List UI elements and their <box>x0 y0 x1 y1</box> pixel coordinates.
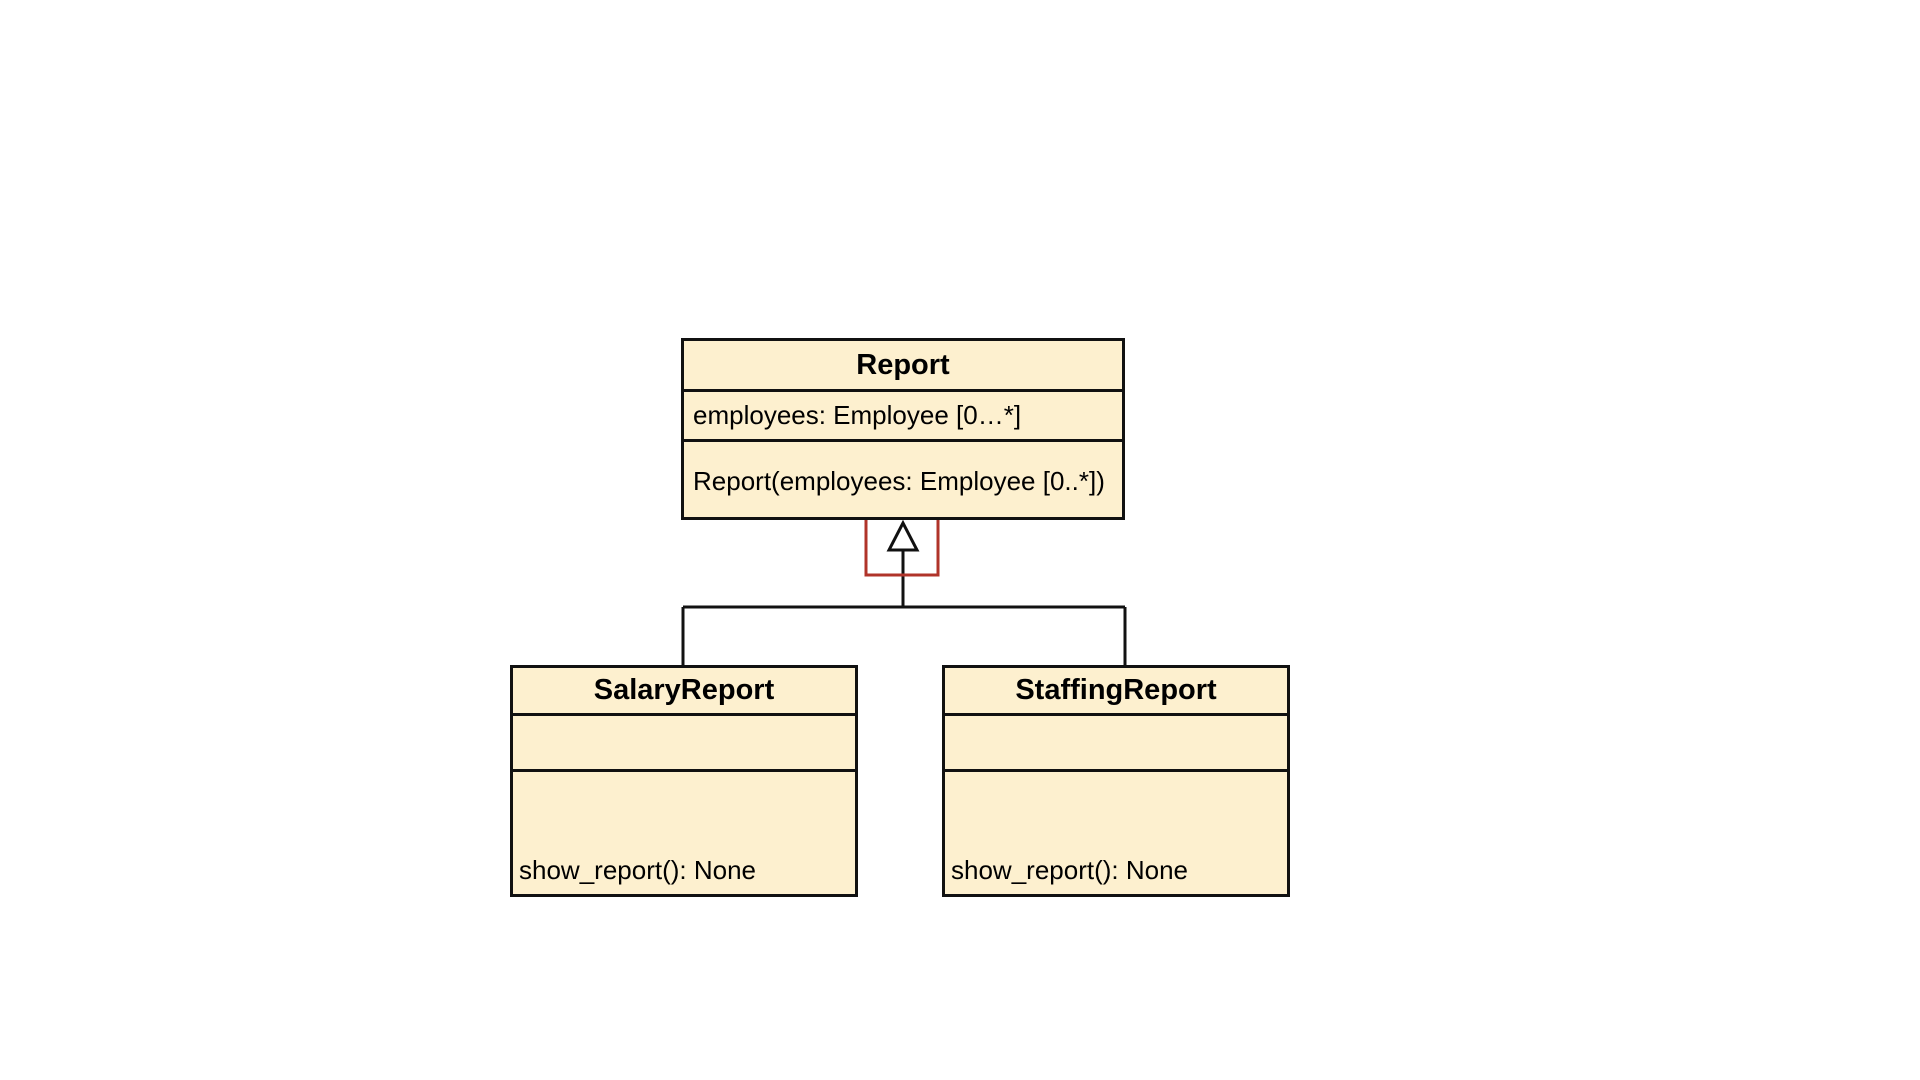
class-salary-report[interactable]: SalaryReport show_report(): None <box>510 665 858 897</box>
class-report[interactable]: Report employees: Employee [0…*] Report(… <box>681 338 1125 520</box>
generalization-arrowhead <box>886 519 920 552</box>
operation-show-report: show_report(): None <box>519 855 756 885</box>
operation-constructor: Report(employees: Employee [0..*]) <box>693 466 1105 496</box>
class-operations: show_report(): None <box>945 772 1287 894</box>
class-operations: show_report(): None <box>513 772 855 894</box>
class-attributes: employees: Employee [0…*] <box>684 392 1122 442</box>
class-name: StaffingReport <box>945 668 1287 716</box>
operation-show-report: show_report(): None <box>951 855 1188 885</box>
class-name: SalaryReport <box>513 668 855 716</box>
class-staffing-report[interactable]: StaffingReport show_report(): None <box>942 665 1290 897</box>
generalization-connector <box>681 519 1127 665</box>
class-operations: Report(employees: Employee [0..*]) <box>684 442 1122 517</box>
attribute-employees: employees: Employee [0…*] <box>693 400 1022 430</box>
class-attributes <box>513 716 855 772</box>
class-attributes <box>945 716 1287 772</box>
class-name: Report <box>684 341 1122 392</box>
